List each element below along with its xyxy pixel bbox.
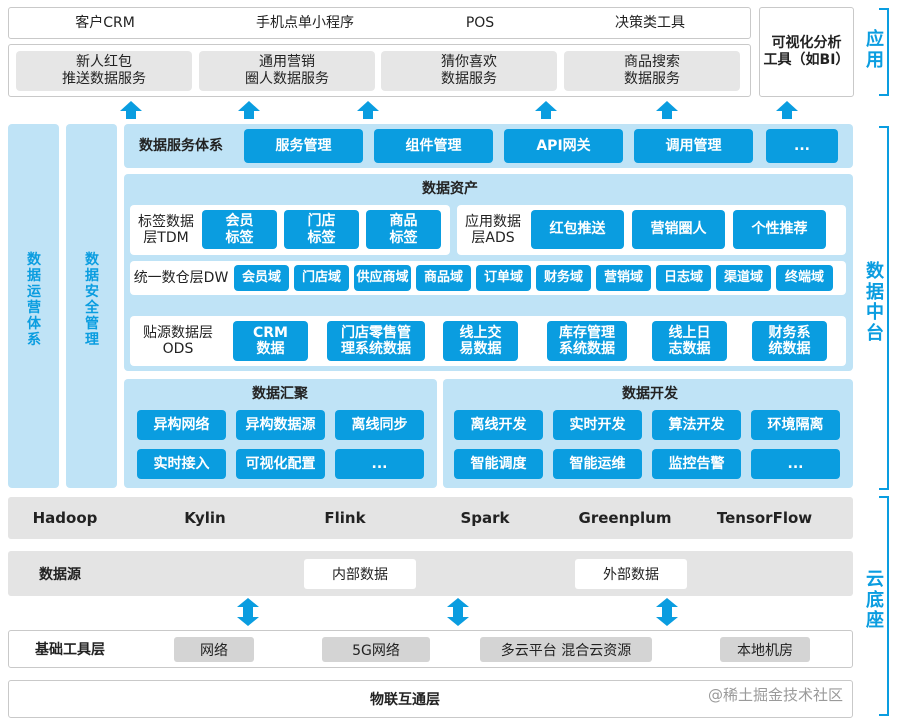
side-label-cloud: 云 底 座	[866, 569, 884, 632]
engine-flink: Flink	[324, 509, 366, 527]
dw-log-domain[interactable]: 日志域	[656, 265, 711, 291]
iot-label: 物联互通层	[370, 692, 440, 708]
tdm-label: 标签数据 层TDM	[138, 213, 194, 246]
up-arrows	[120, 101, 798, 119]
bi-tools-label: 可视化分析 工具（如BI）	[763, 35, 850, 68]
bi-tools-frame	[759, 7, 854, 97]
cloud-bracket	[879, 496, 889, 716]
datasource-bar	[8, 551, 853, 596]
datasource-label: 数据源	[39, 566, 81, 583]
develop-algorithm[interactable]: 算法开发	[652, 410, 741, 440]
ods-store-retail-data[interactable]: 门店零售管 理系统数据	[327, 321, 425, 361]
app-decision-tools-label: 决策类工具	[615, 14, 685, 31]
tdm-store-tag[interactable]: 门店 标签	[284, 210, 359, 249]
bidirectional-arrows	[237, 598, 678, 626]
ods-online-trade-data[interactable]: 线上交 易数据	[443, 321, 518, 361]
ads-marketing-targeting[interactable]: 营销圈人	[632, 210, 725, 249]
ods-label: 贴源数据层 ODS	[143, 324, 213, 357]
ods-crm-data[interactable]: CRM 数据	[233, 321, 308, 361]
data-security-label: 数 据 安 全 管 理	[85, 252, 99, 349]
engine-greenplum: Greenplum	[578, 509, 672, 527]
engine-kylin: Kylin	[184, 509, 226, 527]
data-security-column	[66, 124, 117, 488]
service-recommendation: 猜你喜欢 数据服务	[381, 51, 557, 91]
service-system-title: 数据服务体系	[139, 137, 223, 154]
data-collect-title: 数据汇聚	[252, 385, 308, 402]
collect-heterogeneous-source[interactable]: 异构数据源	[236, 410, 325, 440]
ads-redpacket-push[interactable]: 红包推送	[531, 210, 624, 249]
collect-visual-config[interactable]: 可视化配置	[236, 449, 325, 479]
infra-frame	[8, 630, 853, 668]
app-layer-top-frame	[8, 7, 751, 39]
data-ops-label: 数 据 运 营 体 系	[27, 252, 41, 349]
data-assets-title: 数据资产	[422, 180, 478, 197]
arrow-up-icon	[120, 101, 798, 119]
side-label-app: 应 用	[866, 29, 884, 71]
ods-inventory-data[interactable]: 库存管理 系统数据	[547, 321, 627, 361]
service-product-search: 商品搜索 数据服务	[564, 51, 740, 91]
iot-frame	[8, 680, 853, 718]
tdm-member-tag[interactable]: 会员 标签	[202, 210, 277, 249]
develop-offline[interactable]: 离线开发	[454, 410, 543, 440]
app-pos-label: POS	[465, 14, 495, 31]
dw-label: 统一数仓层DW	[133, 269, 229, 286]
api-gateway-button[interactable]: API网关	[504, 129, 623, 163]
service-marketing-targeting: 通用营销 圈人数据服务	[199, 51, 375, 91]
dw-member-domain[interactable]: 会员域	[234, 265, 289, 291]
call-management-button[interactable]: 调用管理	[634, 129, 753, 163]
dw-supplier-domain[interactable]: 供应商域	[354, 265, 411, 291]
internal-data: 内部数据	[304, 559, 416, 589]
app-bracket	[879, 8, 889, 96]
develop-smart-scheduling[interactable]: 智能调度	[454, 449, 543, 479]
watermark: @稀土掘金技术社区	[708, 686, 844, 704]
engines-bar	[8, 497, 853, 539]
infra-multicloud: 多云平台 混合云资源	[480, 637, 652, 662]
infra-label: 基础工具层	[35, 642, 105, 658]
side-label-data-middle: 数 据 中 台	[866, 261, 884, 345]
tdm-product-tag[interactable]: 商品 标签	[366, 210, 441, 249]
ads-personal-recommendation[interactable]: 个性推荐	[733, 210, 826, 249]
develop-realtime[interactable]: 实时开发	[553, 410, 642, 440]
ods-online-log-data[interactable]: 线上日 志数据	[652, 321, 727, 361]
double-arrow-icon	[237, 598, 678, 626]
dw-channel-domain[interactable]: 渠道域	[716, 265, 771, 291]
develop-smart-ops[interactable]: 智能运维	[553, 449, 642, 479]
collect-more[interactable]: ...	[335, 449, 424, 479]
dw-order-domain[interactable]: 订单域	[476, 265, 531, 291]
engine-spark: Spark	[460, 509, 510, 527]
middle-bracket	[879, 126, 889, 490]
infra-5g-network: 5G网络	[322, 637, 430, 662]
external-data: 外部数据	[575, 559, 687, 589]
component-management-button[interactable]: 组件管理	[374, 129, 493, 163]
collect-offline-sync[interactable]: 离线同步	[335, 410, 424, 440]
dw-marketing-domain[interactable]: 营销域	[596, 265, 651, 291]
app-mini-program-label: 手机点单小程序	[256, 14, 354, 31]
service-management-button[interactable]: 服务管理	[244, 129, 363, 163]
service-new-user-redpacket: 新人红包 推送数据服务	[16, 51, 192, 91]
dw-finance-domain[interactable]: 财务域	[536, 265, 591, 291]
app-crm-label: 客户CRM	[75, 14, 135, 31]
develop-env-isolation[interactable]: 环境隔离	[751, 410, 840, 440]
ads-label: 应用数据 层ADS	[465, 213, 521, 246]
collect-heterogeneous-network[interactable]: 异构网络	[137, 410, 226, 440]
develop-more[interactable]: ...	[751, 449, 840, 479]
service-more-button[interactable]: ...	[766, 129, 838, 163]
dw-product-domain[interactable]: 商品域	[416, 265, 471, 291]
dw-terminal-domain[interactable]: 终端域	[776, 265, 833, 291]
data-develop-title: 数据开发	[622, 385, 678, 402]
infra-network: 网络	[174, 637, 254, 662]
data-ops-column	[8, 124, 59, 488]
collect-realtime-ingest[interactable]: 实时接入	[137, 449, 226, 479]
dw-store-domain[interactable]: 门店域	[294, 265, 349, 291]
develop-monitoring-alerts[interactable]: 监控告警	[652, 449, 741, 479]
engine-hadoop: Hadoop	[32, 509, 98, 527]
ods-finance-data[interactable]: 财务系 统数据	[752, 321, 827, 361]
engine-tensorflow: TensorFlow	[716, 509, 813, 527]
infra-local-datacenter: 本地机房	[720, 637, 810, 662]
